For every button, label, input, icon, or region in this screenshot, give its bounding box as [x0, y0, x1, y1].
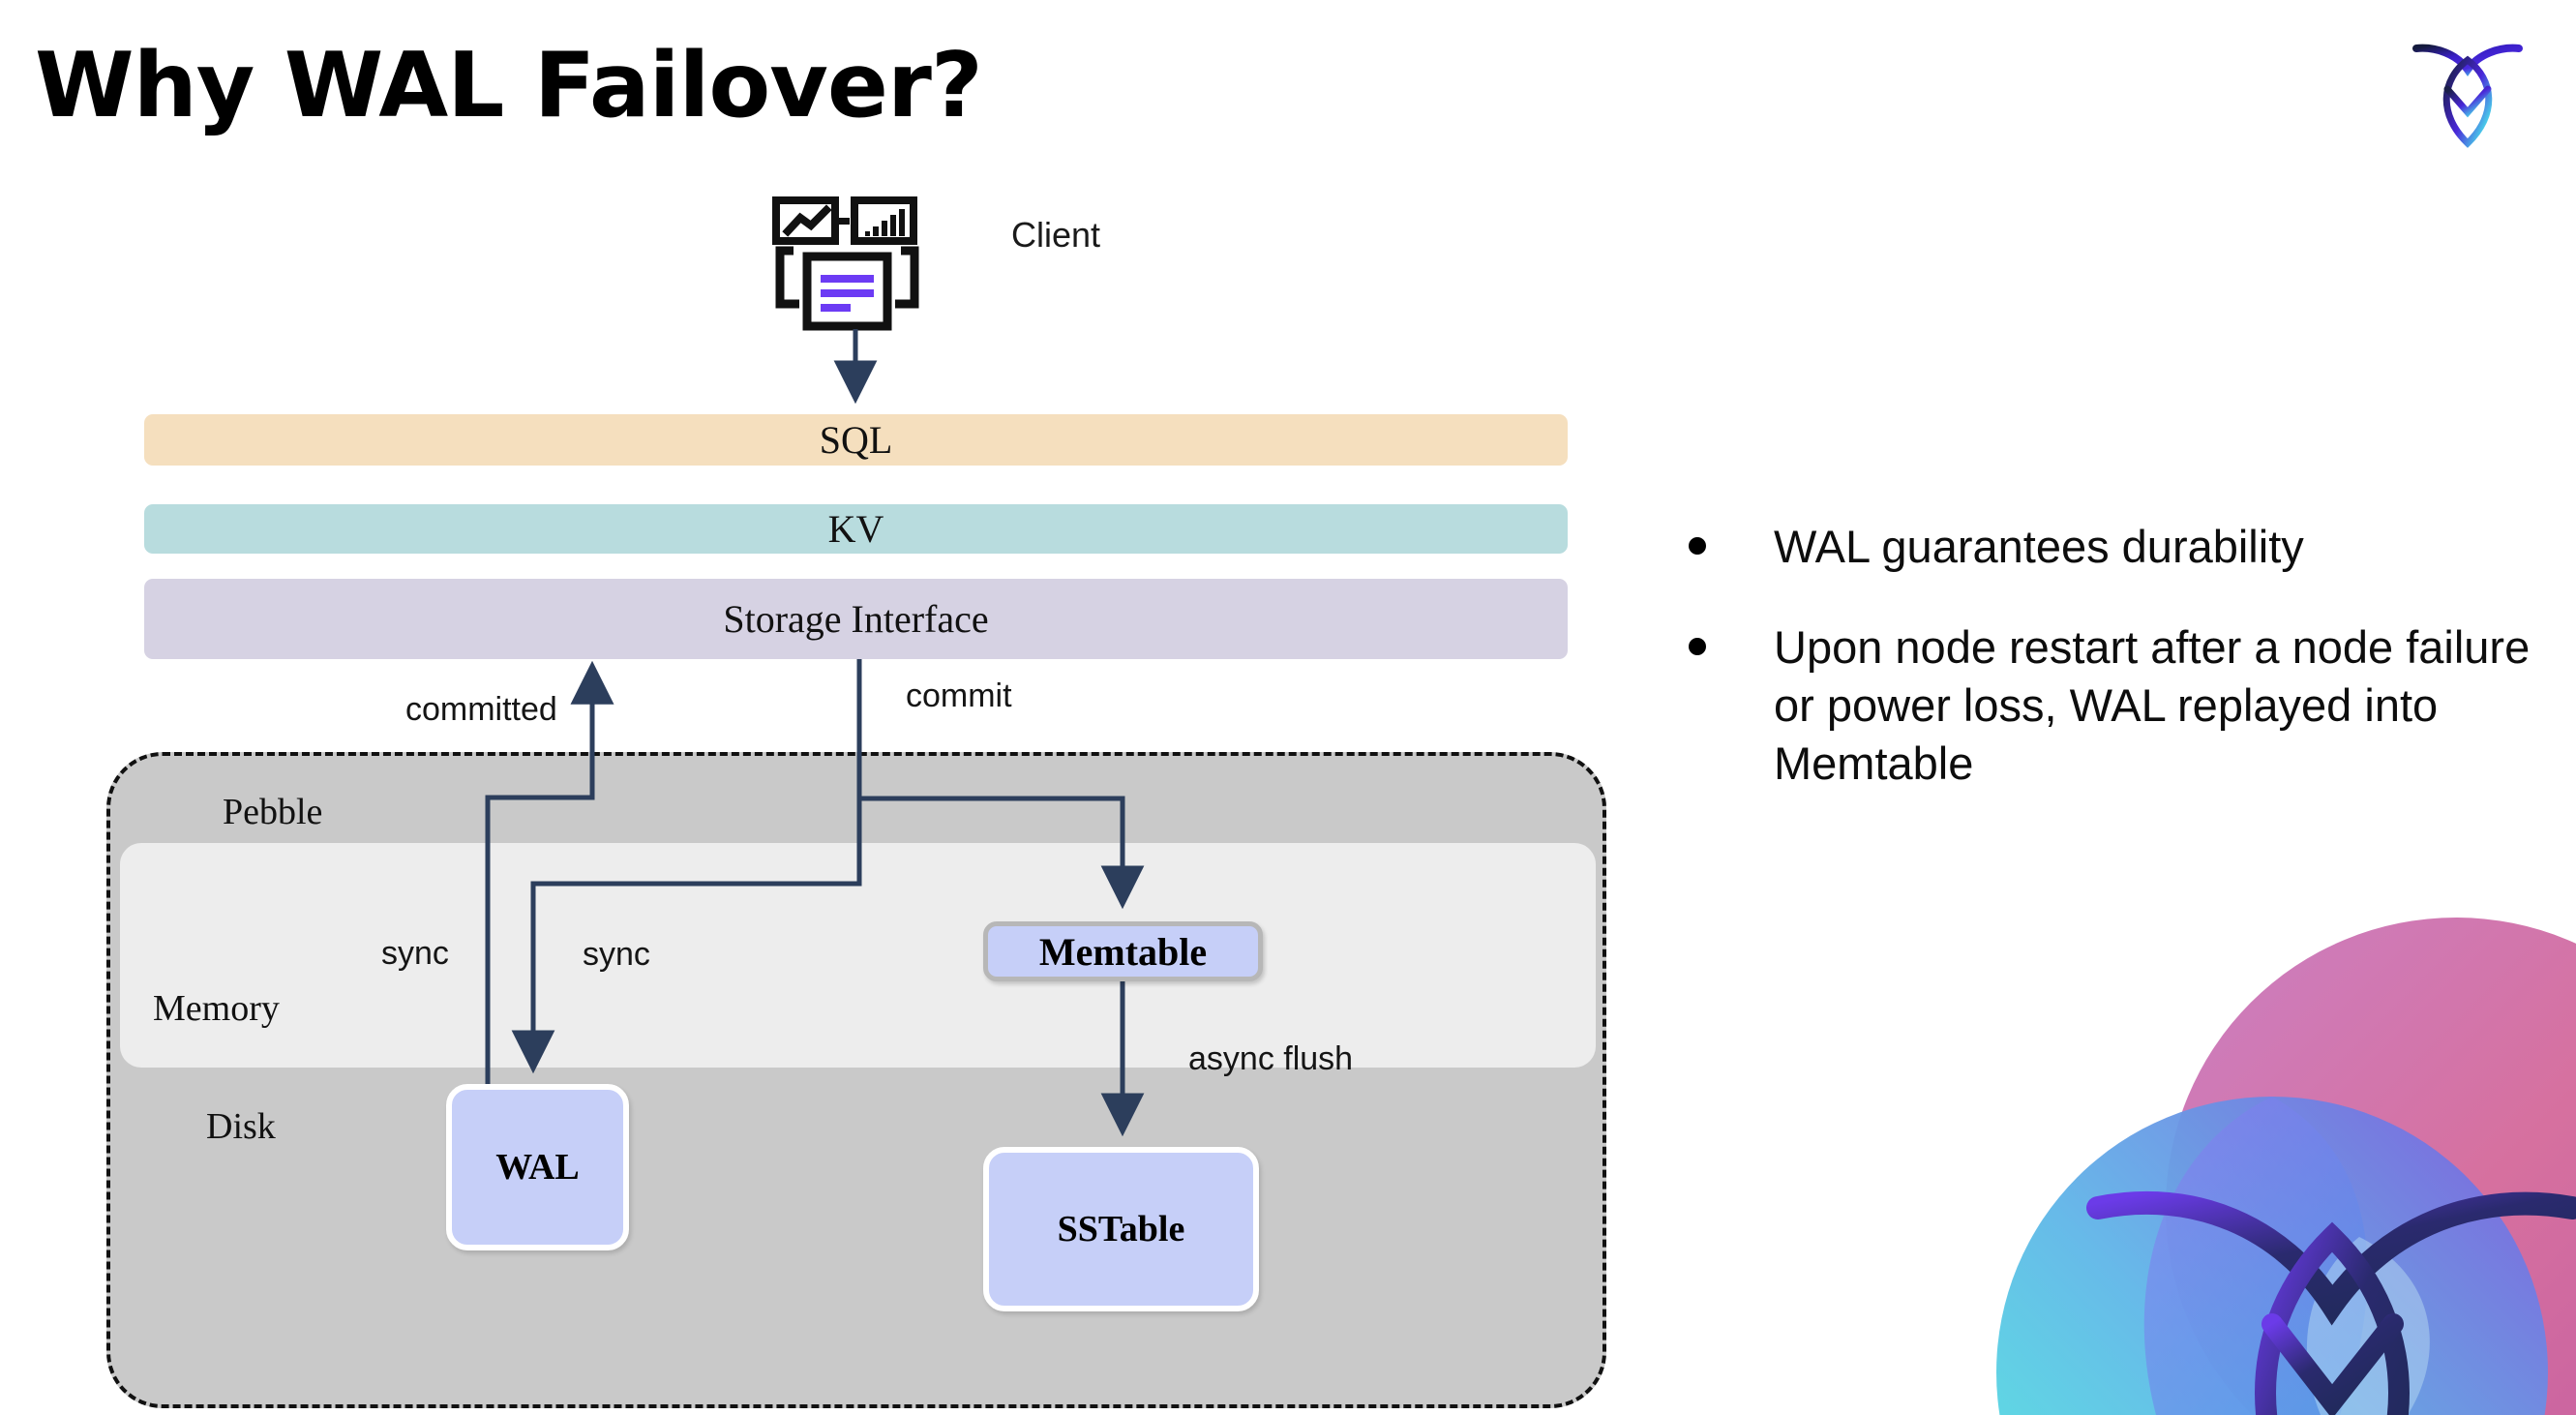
layer-bar-storage-interface-label: Storage Interface — [723, 597, 989, 641]
node-sstable-label: SSTable — [1057, 1209, 1185, 1249]
edge-label-committed: committed — [405, 691, 557, 728]
node-wal: WAL — [446, 1084, 629, 1250]
layer-bar-sql: SQL — [144, 414, 1568, 466]
node-sstable: SSTable — [983, 1147, 1259, 1311]
bullet-list: WAL guarantees durability Upon node rest… — [1689, 518, 2540, 836]
cockroachdb-decorative-mark-icon — [1953, 918, 2576, 1415]
node-memtable: Memtable — [983, 921, 1263, 981]
layer-bar-kv-label: KV — [827, 507, 884, 551]
edge-label-sync-left: sync — [381, 935, 449, 972]
layer-bar-storage-interface: Storage Interface — [144, 579, 1568, 659]
edge-label-commit: commit — [906, 677, 1012, 714]
bullet-dot-icon — [1689, 537, 1706, 555]
layer-bar-sql-label: SQL — [819, 418, 893, 462]
bullet-dot-icon — [1689, 638, 1706, 656]
node-memtable-label: Memtable — [1038, 929, 1208, 974]
cockroachdb-logo-icon — [2407, 31, 2529, 153]
disk-label: Disk — [206, 1106, 276, 1147]
edge-label-sync-right: sync — [583, 936, 650, 973]
memory-region — [120, 843, 1596, 1068]
layer-bar-kv: KV — [144, 504, 1568, 554]
pebble-label: Pebble — [223, 792, 323, 832]
memory-label: Memory — [153, 988, 280, 1029]
node-wal-label: WAL — [495, 1147, 580, 1188]
client-dashboard-icon — [772, 196, 922, 337]
bullet-text: WAL guarantees durability — [1774, 521, 2304, 572]
client-label: Client — [1011, 215, 1101, 255]
list-item: WAL guarantees durability — [1689, 518, 2540, 576]
bullet-text: Upon node restart after a node failure o… — [1774, 621, 2531, 790]
edge-label-async-flush: async flush — [1188, 1040, 1354, 1077]
list-item: Upon node restart after a node failure o… — [1689, 618, 2540, 793]
page-title: Why WAL Failover? — [35, 33, 983, 137]
